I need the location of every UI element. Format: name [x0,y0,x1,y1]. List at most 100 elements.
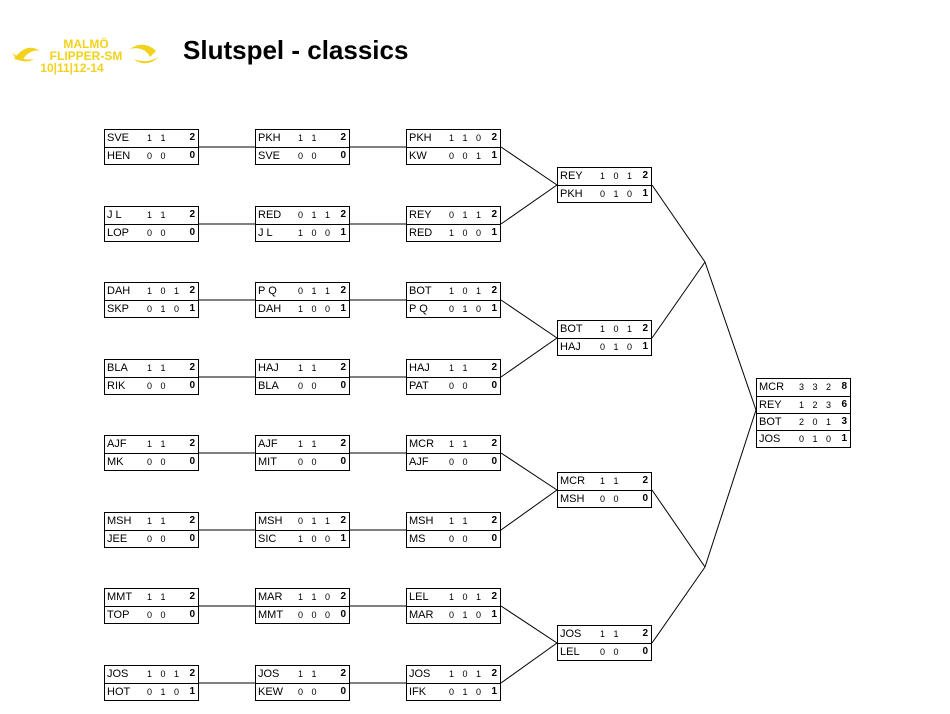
match-total: 2 [642,475,648,486]
game-scores: 0 1 0 [147,304,183,314]
game-scores: 0 0 [147,381,169,391]
player-name: AJF [258,438,278,450]
match-total: 1 [340,533,346,544]
match-total: 0 [189,609,195,620]
match-total: 2 [189,515,195,526]
match-total: 1 [491,303,497,314]
game-scores: 0 1 1 [298,210,334,220]
game-scores: 0 1 1 [298,286,334,296]
player-name: JOS [560,628,582,640]
player-name: SIC [258,533,277,545]
player-name: MAR [258,591,283,603]
player-name: JOS [409,668,431,680]
game-scores: 0 0 [298,457,320,467]
game-scores: 1 1 [147,516,169,526]
player-name: BLA [107,362,128,374]
player-name: KEW [258,686,284,698]
game-scores: 1 0 1 [147,286,183,296]
game-scores: 1 1 [600,629,622,639]
player-name: TOP [107,609,130,621]
game-scores: 0 0 [147,457,169,467]
game-scores: 0 0 [600,494,622,504]
game-scores: 0 1 0 [449,610,485,620]
connector-line [500,605,558,644]
player-name: MMT [258,609,284,621]
player-name: RIK [107,380,126,392]
game-scores: 0 1 0 [147,687,183,697]
match-total: 0 [189,533,195,544]
game-scores: 1 1 [147,592,169,602]
game-scores: 1 1 [600,476,622,486]
player-name: BOT [759,416,782,428]
player-name: MS [409,533,426,545]
match-total: 1 [340,303,346,314]
match-total: 2 [642,628,648,639]
player-name: BOT [409,285,432,297]
match-total: 0 [340,686,346,697]
player-name: AJF [107,438,127,450]
player-row: JOS 1 1 2 [558,626,651,643]
match-total: 1 [189,686,195,697]
game-scores: 0 1 0 [600,342,636,352]
player-name: JOS [107,668,129,680]
game-scores: 1 1 [449,363,471,373]
match-total: 2 [491,132,497,143]
game-scores: 0 1 1 [298,516,334,526]
match-total: 0 [189,227,195,238]
match-total: 2 [491,515,497,526]
game-scores: 1 2 3 [799,400,835,410]
game-scores: 1 1 [147,133,169,143]
connector-line [500,299,558,339]
game-scores: 1 1 [298,363,320,373]
connector-line [651,489,706,568]
game-scores: 0 0 [298,687,320,697]
player-name: SVE [258,150,281,162]
game-scores: 1 1 [298,133,320,143]
game-scores: 1 0 1 [600,171,636,181]
match-total: 0 [642,646,648,657]
player-name: P Q [409,303,428,315]
game-scores: 0 0 [449,534,471,544]
player-name: RED [409,227,433,239]
match-total: 2 [491,591,497,602]
player-name: MCR [560,475,586,487]
match-total: 0 [189,456,195,467]
game-scores: 0 0 [147,228,169,238]
match-total: 1 [491,686,497,697]
player-name: HAJ [409,362,430,374]
player-name: HAJ [258,362,279,374]
player-name: MMT [107,591,133,603]
match-total: 0 [340,380,346,391]
player-name: MCR [409,438,435,450]
player-name: IFK [409,686,427,698]
connector-line [704,261,757,411]
